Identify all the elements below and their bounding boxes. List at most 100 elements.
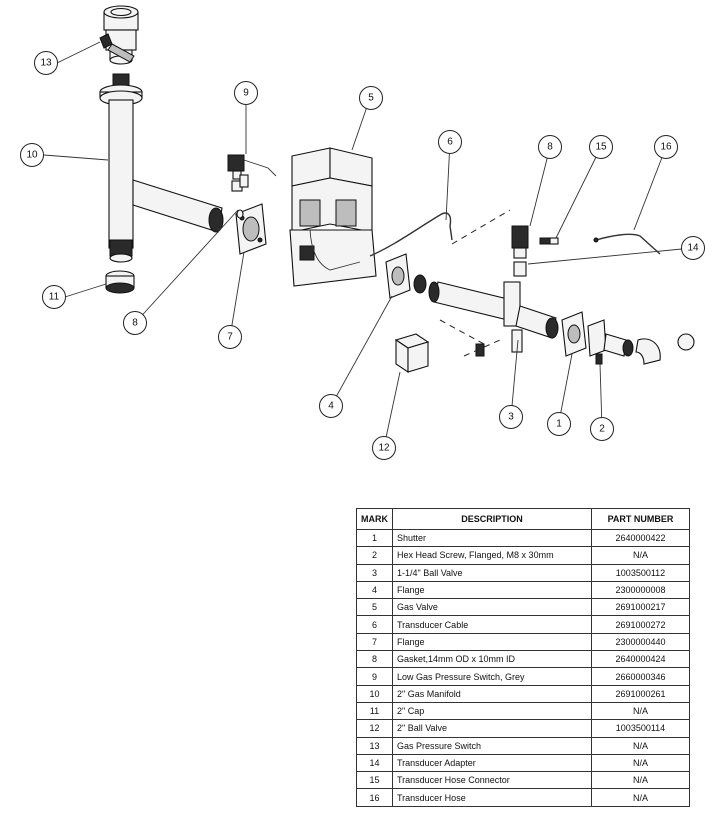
cell-mark: 16 <box>356 788 393 807</box>
header-description: DESCRIPTION <box>392 508 592 530</box>
cell-part-number: N/A <box>591 753 690 773</box>
cell-part-number: N/A <box>591 788 690 807</box>
cell-description: Hex Head Screw, Flanged, M8 x 30mm <box>392 546 592 565</box>
callout-3: 3 <box>499 405 523 429</box>
callout-14: 14 <box>681 236 705 260</box>
cell-mark: 4 <box>356 580 393 600</box>
callout-label: 14 <box>687 243 699 254</box>
shutter-drawing <box>561 311 607 365</box>
cell-part-number: 2640000422 <box>591 528 690 548</box>
gas-valve-drawing <box>289 147 377 287</box>
elbow-fitting-drawing <box>603 333 695 365</box>
callout-10: 10 <box>20 143 44 167</box>
cell-mark: 15 <box>356 771 393 790</box>
flange-right-drawing <box>385 253 411 299</box>
cell-mark: 1 <box>356 528 393 548</box>
cell-part-number: 1003500112 <box>591 563 690 582</box>
callout-15: 15 <box>589 135 613 159</box>
gas-manifold-drawing <box>99 73 224 263</box>
cell-description: 2" Cap <box>392 701 592 721</box>
callout-label: 16 <box>660 142 672 153</box>
cell-mark: 14 <box>356 753 393 773</box>
header-part-number: PART NUMBER <box>591 508 690 530</box>
pipe-run-drawing <box>413 274 559 339</box>
cell-part-number: N/A <box>591 771 690 790</box>
callout-9: 9 <box>234 81 258 105</box>
cell-description: Shutter <box>392 528 592 548</box>
cap-drawing <box>105 270 135 294</box>
cell-mark: 9 <box>356 667 393 686</box>
header-mark: MARK <box>356 508 393 530</box>
cell-mark: 2 <box>356 546 393 565</box>
ball-valve-2in-drawing <box>99 5 139 65</box>
cell-part-number: 2691000261 <box>591 684 690 703</box>
callout-label: 7 <box>227 332 233 343</box>
callout-11: 11 <box>42 285 66 309</box>
cell-description: Gas Pressure Switch <box>392 736 592 755</box>
cell-part-number: N/A <box>591 736 690 755</box>
cell-part-number: N/A <box>591 546 690 565</box>
cell-part-number: 2300000008 <box>591 580 690 600</box>
cell-mark: 10 <box>356 684 393 703</box>
callout-12: 13 <box>34 51 58 75</box>
cell-part-number: 2691000217 <box>591 598 690 617</box>
transducer-assembly-drawing <box>511 225 661 277</box>
cell-mark: 12 <box>356 719 393 738</box>
cell-description: Transducer Hose <box>392 788 592 807</box>
callout-label: 10 <box>26 150 38 161</box>
callout-16: 16 <box>654 135 678 159</box>
callout-label: 15 <box>595 142 607 153</box>
callout-label: 5 <box>368 93 374 104</box>
callout-4: 4 <box>319 394 343 418</box>
cell-mark: 8 <box>356 650 393 669</box>
callout-label: 8 <box>132 318 138 329</box>
callout-13: 12 <box>372 436 396 460</box>
callout-label: 2 <box>599 424 605 435</box>
cell-part-number: 2660000346 <box>591 667 690 686</box>
cell-description: Transducer Hose Connector <box>392 771 592 790</box>
cell-part-number: 1003500114 <box>591 719 690 738</box>
callout-label: 11 <box>49 292 60 303</box>
cell-description: Transducer Cable <box>392 615 592 634</box>
alignment-lines <box>439 209 511 357</box>
cell-mark: 5 <box>356 598 393 617</box>
cell-mark: 6 <box>356 615 393 634</box>
cell-part-number: 2691000272 <box>591 615 690 634</box>
cell-mark: 11 <box>356 701 393 721</box>
cell-mark: 7 <box>356 632 393 652</box>
callout-6: 6 <box>438 130 462 154</box>
callout-5: 5 <box>359 86 383 110</box>
cell-description: Gasket,14mm OD x 10mm ID <box>392 650 592 669</box>
cell-description: 2" Gas Manifold <box>392 684 592 703</box>
cell-description: Flange <box>392 580 592 600</box>
gas-pressure-switch-drawing <box>394 333 430 374</box>
callout-2: 2 <box>590 417 614 441</box>
flange-left-drawing <box>235 203 267 255</box>
callout-label: 3 <box>508 412 514 423</box>
cell-description: 1-1/4" Ball Valve <box>392 563 592 582</box>
cell-description: Low Gas Pressure Switch, Grey <box>392 667 592 686</box>
cell-part-number: 2300000440 <box>591 632 690 652</box>
cell-description: Transducer Adapter <box>392 753 592 773</box>
callout-label: 1 <box>556 419 562 430</box>
callout-8-right: 8 <box>538 135 562 159</box>
table-header-row: MARK DESCRIPTION PART NUMBER <box>356 508 690 530</box>
low-gas-pressure-switch-drawing <box>227 154 277 192</box>
callout-label: 8 <box>547 142 553 153</box>
